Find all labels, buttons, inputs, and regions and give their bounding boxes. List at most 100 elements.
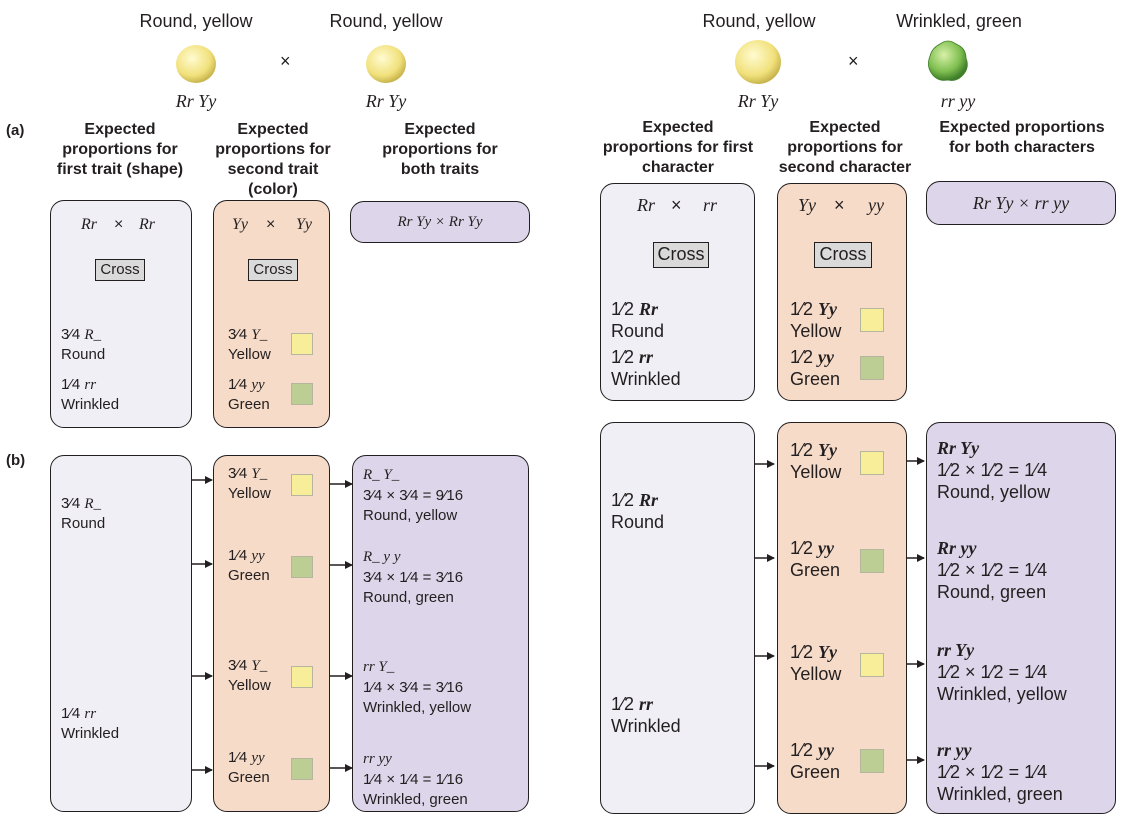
result-calculation: 1⁄2 × 1⁄2 = 1⁄4	[937, 762, 1048, 782]
left-heading-color: Expected proportions for second trait (c…	[215, 121, 331, 198]
genotype: rr	[84, 377, 97, 393]
cross-label: Cross	[653, 242, 709, 268]
result-genotype: Rr Yy	[937, 438, 980, 458]
genotype: rr	[639, 694, 654, 714]
right-heading-both: Expected proportions for both characters	[939, 119, 1105, 156]
result-genotype: R_ Y_	[363, 467, 400, 483]
phenotype-label: Yellow	[228, 485, 271, 502]
fraction: 1⁄2	[790, 642, 814, 662]
fraction: 1⁄4	[228, 749, 248, 766]
left-color-box: Yy × Yy Cross 3⁄4 Y_ Yellow 1⁄4 yy Green	[213, 200, 330, 428]
yellow-swatch	[291, 666, 313, 688]
phenotype-label: Round	[611, 512, 665, 532]
left-b-color-box: 3⁄4 Y_ Yellow 1⁄4 yy Green 3⁄4 Y_ Yellow…	[213, 455, 330, 812]
genotype: Y_	[251, 327, 268, 343]
left-parent2-genotype: Rr Yy	[365, 91, 407, 111]
genotype: yy	[251, 548, 265, 564]
right-parent1-genotype: Rr Yy	[737, 91, 779, 111]
genotype: Y_	[251, 658, 268, 674]
right-color-box: Yy × yy Cross 1⁄2 Yy Yellow 1⁄2 yy Green	[777, 183, 907, 401]
fraction: 1⁄2	[611, 490, 635, 510]
green-swatch	[860, 749, 884, 773]
genotype: Y_	[251, 466, 268, 482]
right-both-box: Rr Yy × rr yy	[926, 181, 1116, 225]
genotype: Rr	[639, 299, 659, 319]
phenotype-label: Wrinkled	[61, 725, 120, 742]
genotype: R_	[84, 327, 102, 343]
cross-label: Cross	[248, 259, 298, 281]
result-genotype: rr yy	[363, 751, 392, 767]
right-heading-second: Expected proportions for second characte…	[778, 119, 912, 176]
result-calculation: 1⁄4 × 1⁄4 = 1⁄16	[363, 771, 464, 788]
yellow-swatch	[860, 653, 884, 677]
phenotype-label: Green	[228, 396, 270, 413]
right-cross-symbol: ×	[848, 51, 859, 71]
yellow-swatch	[860, 308, 884, 332]
result-phenotype: Wrinkled, green	[363, 791, 468, 808]
part-b-tag: (b)	[6, 452, 26, 469]
fraction: 3⁄4	[61, 326, 81, 343]
result-calculation: 1⁄2 × 1⁄2 = 1⁄4	[937, 662, 1048, 682]
cross-label: Cross	[95, 259, 145, 281]
seed-wrinkled-green-icon	[928, 40, 968, 81]
result-genotype: Rr yy	[937, 538, 977, 558]
right-parent2-genotype: rr yy	[940, 91, 976, 111]
phenotype-label: Green	[790, 560, 841, 580]
yellow-swatch	[291, 474, 313, 496]
fraction: 1⁄4	[228, 547, 248, 564]
cross-left-genotype: Rr	[81, 216, 97, 233]
right-b-color-box: 1⁄2 Yy Yellow 1⁄2 yy Green 1⁄2 Yy Yellow…	[777, 422, 907, 814]
genotype: rr	[84, 706, 97, 722]
left-heading-shape: Expected proportions for first trait (sh…	[56, 121, 184, 178]
result-phenotype: Wrinkled, green	[937, 784, 1063, 804]
genotype: yy	[251, 377, 265, 393]
right-heading-first: Expected proportions for first character	[602, 119, 754, 176]
result-phenotype: Wrinkled, yellow	[937, 684, 1067, 704]
phenotype-label: Yellow	[790, 321, 842, 341]
phenotype-label: Yellow	[228, 677, 271, 694]
genotype: yy	[818, 740, 835, 760]
green-swatch	[291, 383, 313, 405]
fraction: 1⁄4	[228, 376, 248, 393]
right-b-shape-box: 1⁄2 Rr Round 1⁄2 rr Wrinkled	[600, 422, 755, 814]
fraction: 3⁄4	[228, 657, 248, 674]
left-cross-symbol: ×	[280, 51, 291, 71]
genotype: yy	[818, 538, 835, 558]
phenotype-label: Wrinkled	[611, 369, 681, 389]
right-parent1-label: Round, yellow	[702, 11, 816, 31]
fraction: 1⁄2	[611, 347, 635, 367]
result-phenotype: Round, green	[363, 589, 454, 606]
left-shape-box: Rr × Rr Cross 3⁄4 R_ Round 1⁄4 rr Wrinkl…	[50, 200, 192, 428]
cross-left-genotype: Yy	[232, 216, 248, 233]
cross-right-genotype: yy	[868, 195, 884, 215]
right-parent2-label: Wrinkled, green	[896, 11, 1022, 31]
cross-right-genotype: Rr	[139, 216, 155, 233]
phenotype-label: Green	[790, 762, 841, 782]
times-symbol: ×	[114, 216, 124, 233]
phenotype-label: Yellow	[228, 346, 271, 363]
fraction: 1⁄2	[790, 538, 814, 558]
phenotype-label: Round	[61, 346, 106, 363]
cross-label: Cross	[814, 242, 872, 268]
fraction: 1⁄2	[611, 299, 635, 319]
result-calculation: 1⁄2 × 1⁄2 = 1⁄4	[937, 460, 1048, 480]
phenotype-label: Round	[611, 321, 665, 341]
phenotype-label: Yellow	[790, 462, 842, 482]
times-symbol: ×	[671, 195, 682, 215]
result-phenotype: Round, green	[937, 582, 1047, 602]
result-calculation: 1⁄4 × 3⁄4 = 3⁄16	[363, 679, 464, 696]
phenotype-label: Green	[228, 567, 270, 584]
phenotype-label: Round	[61, 515, 106, 532]
cross-right-genotype: Yy	[296, 216, 312, 233]
fraction: 1⁄2	[790, 740, 814, 760]
seed-round-yellow-icon	[366, 45, 406, 83]
left-b-shape-box: 3⁄4 R_ Round 1⁄4 rr Wrinkled	[50, 455, 192, 812]
left-parent2-label: Round, yellow	[329, 11, 443, 31]
phenotype-label: Green	[228, 769, 270, 786]
seed-round-yellow-icon	[176, 45, 216, 83]
result-genotype: rr yy	[937, 740, 972, 760]
times-symbol: ×	[266, 216, 276, 233]
green-swatch	[291, 556, 313, 578]
fraction: 1⁄4	[61, 376, 81, 393]
phenotype-label: Wrinkled	[61, 396, 120, 413]
